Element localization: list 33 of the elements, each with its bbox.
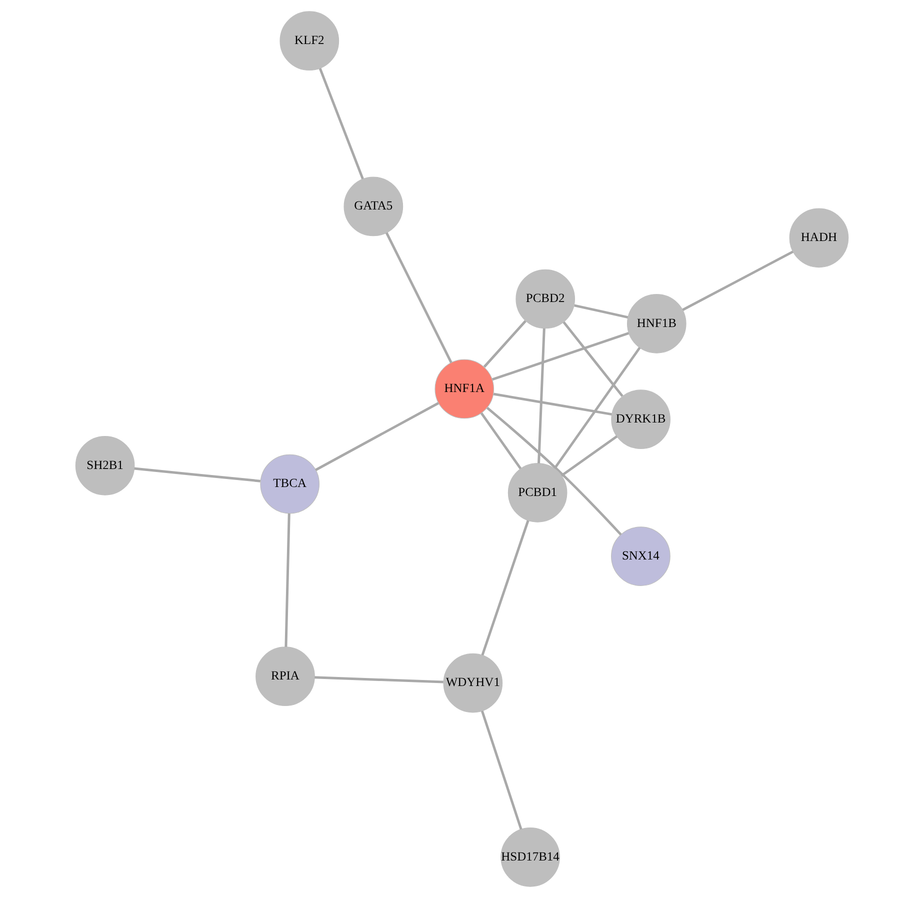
node-circle: HNF1A bbox=[434, 358, 494, 418]
connector bbox=[318, 67, 364, 179]
node-circle: PCBD1 bbox=[507, 462, 567, 522]
connector bbox=[562, 320, 623, 396]
node-circle: RPIA bbox=[255, 646, 314, 706]
connector bbox=[553, 346, 640, 469]
connector bbox=[284, 512, 290, 646]
connector bbox=[560, 434, 618, 476]
node-circle: HADH bbox=[788, 208, 848, 268]
connector bbox=[482, 320, 526, 368]
node-circle: PCBD2 bbox=[515, 268, 575, 328]
node-circle: SNX14 bbox=[610, 526, 670, 586]
node-circle: HSD17B14 bbox=[500, 826, 560, 886]
connector bbox=[480, 520, 529, 655]
connector bbox=[574, 304, 628, 318]
node-circle: GATA5 bbox=[343, 176, 403, 236]
connector bbox=[314, 402, 439, 471]
connector bbox=[486, 406, 622, 535]
node-circle: TBCA bbox=[260, 454, 320, 514]
node-circle: SH2B1 bbox=[74, 435, 134, 495]
node-circle: KLF2 bbox=[279, 10, 339, 70]
connector bbox=[480, 710, 522, 830]
connector bbox=[384, 232, 452, 363]
connector bbox=[480, 412, 522, 469]
connector bbox=[491, 332, 629, 380]
node-circle: DYRK1B bbox=[610, 389, 670, 449]
connector bbox=[134, 466, 260, 482]
node-circle: WDYHV1 bbox=[442, 652, 502, 712]
connector bbox=[537, 328, 545, 463]
node-circle: HNF1B bbox=[626, 294, 686, 353]
connector bbox=[314, 676, 443, 683]
connector bbox=[492, 392, 612, 416]
connector bbox=[682, 250, 794, 310]
